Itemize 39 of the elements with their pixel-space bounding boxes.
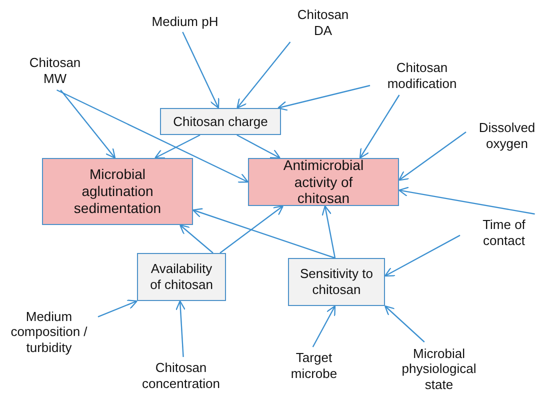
box-label: Availability of chitosan [149, 261, 214, 293]
factor-label: Microbial physiological state [400, 346, 478, 392]
box-label: Antimicrobial activity of chitosan [282, 156, 365, 208]
box-label: Chitosan charge [173, 114, 268, 130]
arrow [398, 132, 466, 181]
arrow [192, 208, 336, 259]
arrow [56, 89, 249, 183]
arrow [236, 42, 291, 109]
arrow [154, 134, 200, 159]
factor-box [160, 108, 281, 135]
factor-box [137, 253, 226, 301]
factor-box [288, 258, 385, 306]
arrow [384, 305, 425, 342]
arrow [60, 90, 116, 159]
factor-label: Target microbe [290, 350, 338, 382]
factor-label: Medium pH [152, 14, 218, 30]
arrow [182, 32, 220, 109]
factor-label: Chitosan modification [386, 60, 458, 92]
factor-label: Medium composition / turbidity [10, 308, 88, 356]
factor-label: Time of contact [482, 217, 526, 249]
outcome-box [42, 158, 193, 225]
arrow [236, 134, 281, 159]
arrow [312, 305, 336, 348]
factor-label: Chitosan DA [296, 7, 350, 39]
arrow [277, 84, 370, 111]
arrow [398, 186, 535, 215]
outcome-box [248, 158, 399, 206]
arrow [359, 94, 400, 159]
arrow [220, 205, 284, 254]
arrow [322, 205, 336, 258]
box-label: Microbial aglutination sedimentation [72, 166, 162, 217]
factor-label: Chitosan MW [28, 55, 82, 87]
factor-label: Chitosan concentration [140, 360, 222, 392]
arrow [384, 234, 460, 277]
arrow [98, 300, 138, 318]
box-label: Sensitivity to chitosan [299, 266, 374, 298]
factor-label: Dissolved oxygen [478, 120, 536, 152]
arrow [175, 300, 186, 358]
arrow [179, 224, 214, 254]
